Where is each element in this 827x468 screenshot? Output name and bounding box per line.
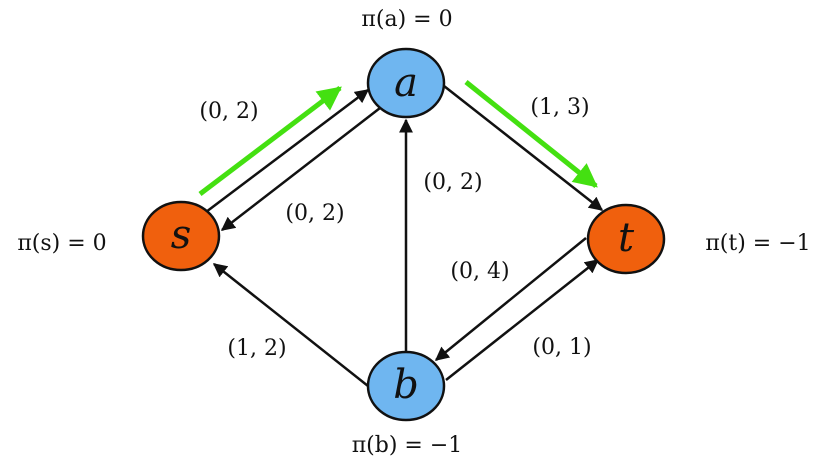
node-a (366, 47, 446, 119)
edge-b-to-s (212, 263, 369, 387)
node-t-label: t (618, 215, 635, 261)
edge-t-to-b (434, 237, 587, 361)
edge-a-to-t (443, 85, 604, 211)
edge-label-b-a: (0, 2) (423, 170, 482, 195)
edge-label-t-b: (0, 4) (450, 259, 509, 284)
edge-label-b-s: (1, 2) (227, 336, 286, 361)
edge-s-to-a (205, 89, 370, 213)
edge-label-a-s: (0, 2) (285, 201, 344, 226)
path-arrow-s-a (198, 86, 342, 196)
edge-a-to-s (220, 107, 381, 231)
potential-s: π(s) = 0 (17, 231, 106, 256)
node-b (366, 350, 446, 422)
potential-b: π(b) = −1 (352, 433, 463, 458)
edge-label-a-t: (1, 3) (530, 95, 589, 120)
node-s-label: s (171, 212, 192, 258)
path-arrow-a-t (464, 80, 598, 188)
node-t (586, 203, 666, 275)
edge-label-s-a: (0, 2) (199, 99, 258, 124)
node-a-label: a (394, 60, 418, 106)
node-s (141, 200, 221, 272)
potential-t: π(t) = −1 (705, 231, 810, 256)
node-b-label: b (393, 362, 419, 408)
potential-a: π(a) = 0 (361, 7, 452, 32)
edge-b-to-t (445, 259, 600, 381)
edge-label-b-t: (0, 1) (532, 335, 591, 360)
